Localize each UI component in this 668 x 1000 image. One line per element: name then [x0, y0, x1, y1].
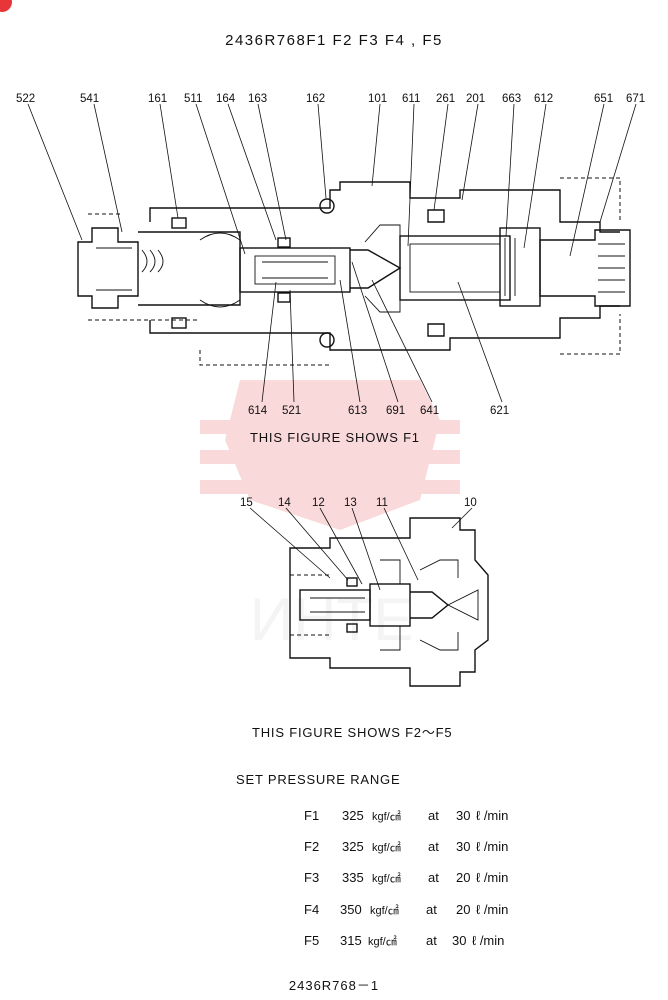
spec-model: F2: [304, 839, 320, 854]
fig1-caption: THIS FIGURE SHOWS F1: [250, 430, 420, 445]
spec-pressure: 325: [342, 808, 364, 823]
spec-flow-unit: ℓ /min: [476, 839, 509, 854]
part-label: 541: [80, 93, 99, 105]
part-label: 12: [312, 497, 325, 509]
spec-pressure: 325: [342, 839, 364, 854]
spec-pressure: 315: [340, 933, 362, 948]
spec-pressure-unit: kgf/㎠: [372, 842, 401, 854]
part-label: 614: [248, 405, 268, 417]
part-label: 511: [184, 93, 202, 105]
part-label: 663: [502, 93, 521, 105]
spec-pressure: 350: [340, 902, 362, 917]
spec-flow-unit: ℓ /min: [476, 870, 509, 885]
spec-model: F3: [304, 870, 320, 885]
fig1-labels-bottom: 614 521 613 691 641 621: [248, 405, 509, 417]
spec-pressure-unit: kgf/㎠: [368, 936, 397, 948]
part-label: 15: [240, 497, 253, 509]
spec-model: F4: [304, 902, 320, 917]
part-label: 13: [344, 497, 357, 509]
part-label: 14: [278, 497, 291, 509]
part-label: 641: [420, 405, 439, 417]
part-label: 261: [436, 93, 455, 105]
fig1-leaders: [27, 103, 637, 403]
part-label: 164: [216, 93, 236, 105]
spec-heading: SET PRESSURE RANGE: [236, 772, 401, 787]
watermark-logo-icon: ИНТЕ: [200, 380, 460, 653]
part-label: 163: [248, 93, 267, 105]
spec-at: at: [428, 870, 439, 885]
part-label: 612: [534, 93, 553, 105]
part-label: 521: [282, 405, 301, 417]
spec-flow-unit: ℓ /min: [476, 808, 509, 823]
spec-model: F5: [304, 933, 320, 948]
spec-flow: 20: [456, 870, 471, 885]
part-label: 691: [386, 405, 405, 417]
part-label: 162: [306, 93, 325, 105]
part-label: 201: [466, 93, 485, 105]
spec-flow: 30: [456, 808, 471, 823]
part-label: 11: [376, 497, 388, 509]
spec-pressure: 335: [342, 870, 364, 885]
part-label: 671: [626, 93, 645, 105]
spec-at: at: [428, 839, 439, 854]
spec-pressure-unit: kgf/㎠: [372, 811, 401, 823]
spec-flow-unit: ℓ /min: [476, 902, 509, 917]
part-label: 522: [16, 93, 35, 105]
part-label: 613: [348, 405, 367, 417]
part-label: 621: [490, 405, 509, 417]
spec-flow-unit: ℓ /min: [472, 933, 505, 948]
spec-flow: 30: [456, 839, 471, 854]
corner-badge-icon: [0, 0, 12, 12]
fig2-body: [289, 517, 489, 687]
part-label: 101: [368, 93, 387, 105]
part-label: 10: [464, 497, 477, 509]
part-label: 651: [594, 93, 613, 105]
fig2-leaders: [249, 507, 473, 591]
document-number: 2436R768－1: [288, 978, 380, 993]
spec-pressure-unit: kgf/㎠: [372, 873, 401, 885]
spec-at: at: [426, 902, 437, 917]
fig1-body: [77, 177, 631, 366]
fig2-caption: THIS FIGURE SHOWS F2～F5: [252, 725, 453, 740]
fig1-labels-top: 522 541 161 511 164 163 162 101 611 261 …: [16, 93, 645, 105]
spec-pressure-unit: kgf/㎠: [370, 905, 399, 917]
spec-at: at: [426, 933, 437, 948]
spec-at: at: [428, 808, 439, 823]
page-title: 2436R768F1 F2 F3 F4 , F5: [225, 32, 443, 49]
spec-flow: 20: [456, 902, 471, 917]
fig2-labels: 15 14 12 13 11 10: [240, 497, 477, 509]
part-label: 611: [402, 93, 420, 105]
spec-flow: 30: [452, 933, 467, 948]
part-label: 161: [148, 93, 167, 105]
spec-model: F1: [304, 808, 320, 823]
